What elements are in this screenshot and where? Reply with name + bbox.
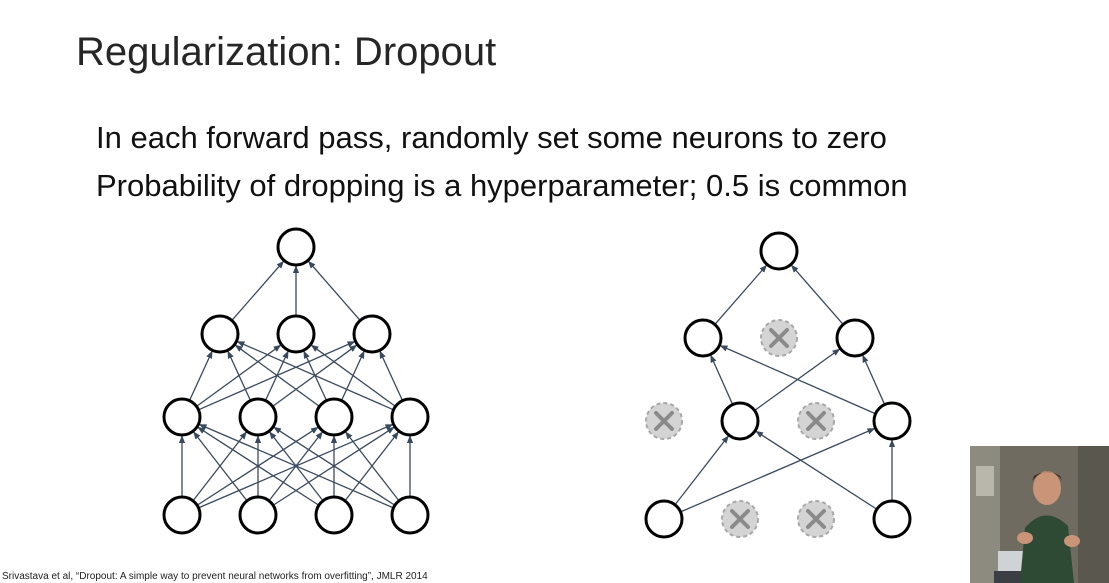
neuron: [720, 401, 760, 441]
close-icon: [806, 509, 826, 529]
neuron: [759, 231, 799, 271]
neuron: [162, 495, 202, 535]
full-network: [162, 227, 430, 535]
dropped-neuron: [760, 319, 798, 357]
connection-edge: [719, 345, 876, 415]
connection-edge: [345, 431, 400, 502]
neuron: [314, 397, 354, 437]
connection-edge: [379, 350, 404, 401]
neuron: [835, 318, 875, 358]
connection-edge: [273, 426, 396, 506]
edges: [674, 264, 896, 513]
neuron: [390, 397, 430, 437]
connection-edge: [197, 426, 320, 506]
bullet-item: In each forward pass, randomly set some …: [96, 120, 887, 155]
neuron: [683, 318, 723, 358]
neurons: [644, 231, 912, 539]
connection-edge: [310, 344, 396, 407]
connection-edge: [714, 264, 768, 325]
connection-edge: [862, 354, 886, 405]
connection-edge: [231, 260, 285, 321]
neuron: [352, 314, 392, 354]
connection-edge: [227, 350, 252, 401]
dropped-neuron: [797, 500, 835, 538]
neurons: [162, 227, 430, 535]
neuron: [200, 314, 240, 354]
citation: Srivastava et al, “Dropout: A simple way…: [2, 571, 428, 582]
dropout-network: [644, 231, 912, 539]
connection-edge: [755, 430, 878, 510]
edges: [178, 260, 414, 509]
neuron: [644, 499, 684, 539]
connection-edge: [307, 260, 361, 321]
close-icon: [769, 328, 789, 348]
connection-edge: [236, 341, 394, 411]
neuron: [162, 397, 202, 437]
close-icon: [806, 411, 826, 431]
neuron: [276, 314, 316, 354]
close-icon: [730, 509, 750, 529]
neuron: [872, 401, 912, 441]
bullet-list: In each forward pass, randomly set some …: [96, 114, 908, 210]
dropped-neuron: [645, 402, 683, 440]
close-icon: [654, 411, 674, 431]
connection-edge: [234, 344, 320, 407]
connection-edge: [710, 354, 734, 405]
presenter-video-icon: [970, 446, 1109, 583]
neuron: [314, 495, 354, 535]
neuron: [872, 499, 912, 539]
slide-title: Regularization: Dropout: [76, 30, 497, 74]
connection-edge: [198, 423, 394, 509]
connection-edge: [188, 350, 213, 401]
connection-edge: [680, 427, 876, 513]
neuron: [390, 495, 430, 535]
connection-edge: [674, 435, 729, 506]
neuron: [238, 397, 278, 437]
neuron: [276, 227, 316, 267]
presenter-video-icon: [970, 446, 1109, 583]
dropped-neuron: [721, 500, 759, 538]
connection-edge: [790, 264, 844, 325]
bullet-item: Probability of dropping is a hyperparame…: [96, 168, 908, 203]
neuron: [238, 495, 278, 535]
connection-edge: [193, 431, 248, 502]
dropped-neuron: [797, 402, 835, 440]
